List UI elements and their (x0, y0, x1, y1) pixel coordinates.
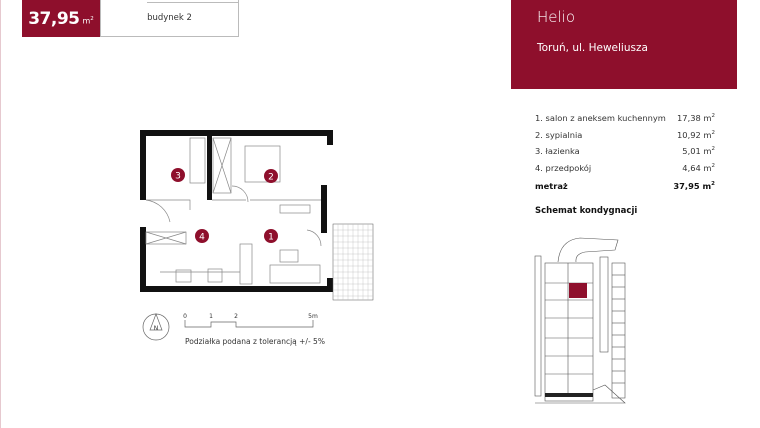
building-label: budynek 2 (100, 0, 239, 37)
area-value: 37,95 (28, 8, 80, 29)
room-label: 3. łazienka (535, 146, 580, 157)
svg-text:2: 2 (268, 173, 274, 183)
scale-bar (184, 320, 314, 328)
room-row: 2. sypialnia 10,92 m2 (535, 127, 715, 144)
room-row: 4. przedpokój 4,64 m2 (535, 160, 715, 177)
scale-tick: 0 (183, 313, 187, 320)
scale-tick: 5m (308, 313, 318, 320)
room-marker-3: 3 (171, 168, 185, 182)
floor-schema (534, 237, 626, 404)
north-arrow-icon: N (142, 313, 170, 341)
page-border (0, 0, 1, 428)
total-area: 37,95 m2 (673, 181, 715, 192)
area-unit: m2 (82, 15, 94, 26)
scale-tick: 1 (209, 313, 213, 320)
schema-title: Schemat kondygnacji (535, 206, 638, 216)
total-label: metraż (535, 181, 568, 192)
room-list: 1. salon z aneksem kuchennym 17,38 m2 2. … (535, 110, 715, 195)
total-row: metraż 37,95 m2 (535, 178, 715, 195)
svg-text:4: 4 (199, 233, 205, 243)
room-marker-2: 2 (264, 169, 278, 183)
project-name: Helio (537, 8, 576, 26)
room-area: 17,38 m2 (677, 113, 715, 124)
scale-note: Podziałka podana z tolerancją +/- 5% (185, 337, 325, 346)
room-area: 4,64 m2 (682, 162, 715, 173)
project-panel: Helio Toruń, ul. Heweliusza (511, 0, 737, 89)
svg-text:3: 3 (175, 172, 181, 182)
walls (140, 130, 333, 292)
scale-tick: 2 (234, 313, 238, 320)
svg-text:N: N (154, 325, 159, 332)
area-badge: 37,95 m2 (22, 0, 100, 37)
room-marker-1: 1 (264, 229, 278, 243)
apartment-highlight (569, 283, 587, 298)
room-label: 4. przedpokój (535, 162, 592, 173)
room-label: 2. sypialnia (535, 129, 583, 140)
room-area: 10,92 m2 (677, 129, 715, 140)
room-row: 1. salon z aneksem kuchennym 17,38 m2 (535, 110, 715, 127)
svg-text:1: 1 (268, 233, 274, 243)
project-address: Toruń, ul. Heweliusza (537, 42, 648, 54)
room-label: 1. salon z aneksem kuchennym (535, 113, 666, 124)
room-row: 3. łazienka 5,01 m2 (535, 143, 715, 160)
room-area: 5,01 m2 (682, 146, 715, 157)
room-marker-4: 4 (195, 229, 209, 243)
